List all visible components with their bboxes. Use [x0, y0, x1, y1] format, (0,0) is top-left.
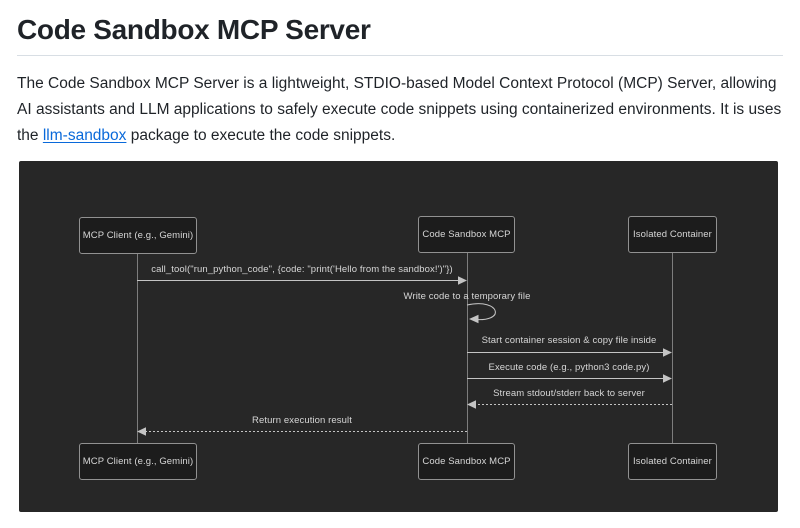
llm-sandbox-link[interactable]: llm-sandbox — [42, 127, 127, 144]
self-loop-write-temp-file — [466, 303, 496, 321]
arrowhead-self-loop — [469, 314, 479, 324]
actor-box-isolated-container-bottom: Isolated Container — [628, 443, 717, 480]
arrowhead-right-call-tool — [458, 276, 467, 285]
message-label-write-temp-file: Write code to a temporary file — [403, 291, 531, 302]
intro-text-after-link: package to execute the code snippets. — [126, 127, 396, 144]
sequence-diagram-image: MCP Client (e.g., Gemini) Code Sandbox M… — [19, 161, 778, 512]
message-label-stream-output: Stream stdout/stderr back to server — [493, 388, 645, 399]
intro-paragraph: The Code Sandbox MCP Server is a lightwe… — [17, 71, 783, 149]
actor-box-mcp-client-bottom: MCP Client (e.g., Gemini) — [79, 443, 197, 480]
sequence-diagram-lines — [137, 252, 673, 443]
message-label-call-tool: call_tool("run_python_code", {code: "pri… — [151, 264, 453, 275]
message-label-start-container: Start container session & copy file insi… — [481, 335, 657, 346]
arrowhead-left-return-result — [137, 427, 146, 436]
intro-text-before-link: The Code Sandbox MCP Server is a lightwe… — [17, 75, 782, 144]
message-label-return-result: Return execution result — [252, 415, 352, 426]
actor-box-code-sandbox-mcp-top: Code Sandbox MCP — [418, 216, 515, 253]
actor-box-mcp-client-top: MCP Client (e.g., Gemini) — [79, 217, 197, 254]
readme-content: Code Sandbox MCP Server The Code Sandbox… — [0, 14, 800, 512]
arrowhead-right-execute-code — [663, 374, 672, 383]
page-title: Code Sandbox MCP Server — [17, 14, 783, 56]
arrowhead-right-start-container — [663, 348, 672, 357]
actor-box-code-sandbox-mcp-bottom: Code Sandbox MCP — [418, 443, 515, 480]
actor-box-isolated-container-top: Isolated Container — [628, 216, 717, 253]
arrowhead-left-stream-output — [467, 400, 476, 409]
message-label-execute-code: Execute code (e.g., python3 code.py) — [488, 362, 650, 373]
